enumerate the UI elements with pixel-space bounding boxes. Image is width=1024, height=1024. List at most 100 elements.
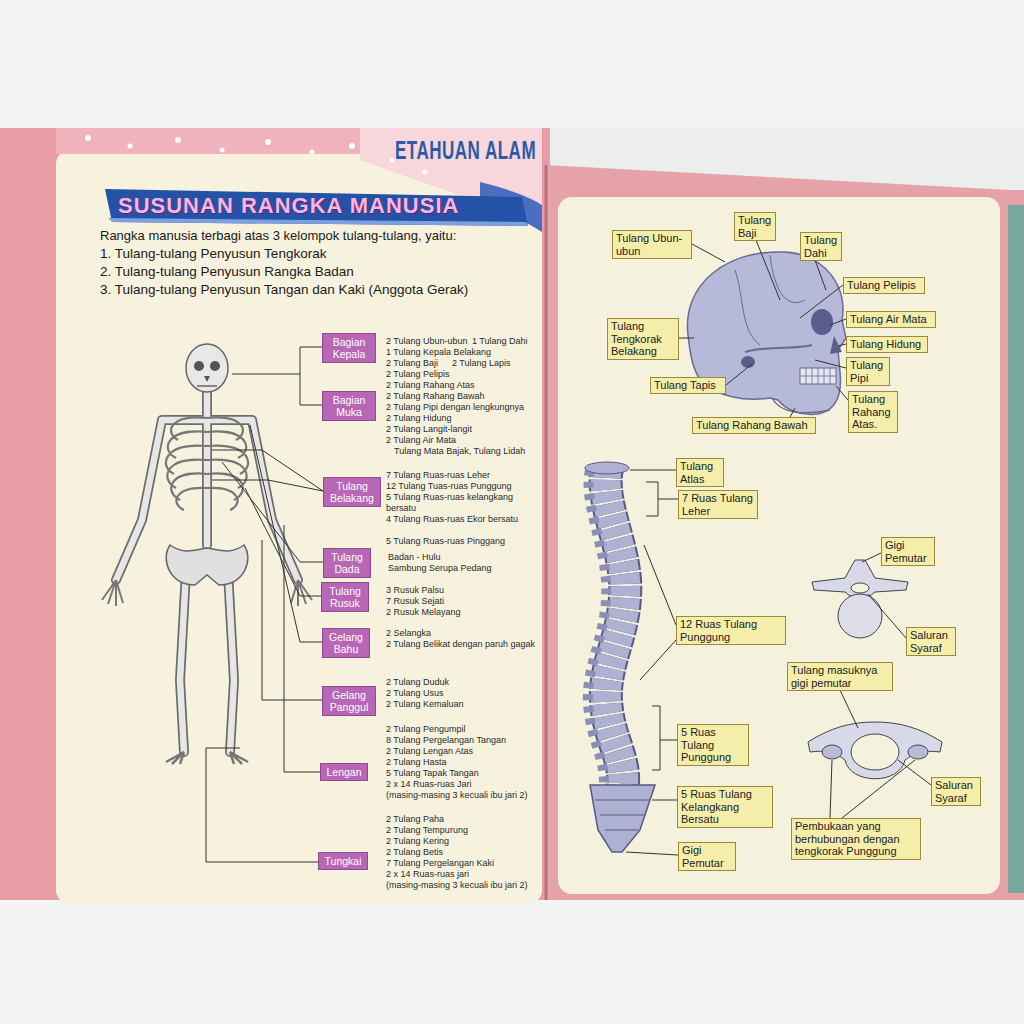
bone-list-item: 2 x 14 Ruas-ruas Jari — [386, 779, 472, 790]
bone-list-item: 2 Tulang Pelipis — [386, 369, 450, 380]
bone-label-box: Tulang Dahi — [800, 232, 842, 261]
box-text: Tulang Rahang Atas. — [852, 393, 894, 431]
leader-line — [868, 594, 906, 638]
bone-list-item: 2 Tulang Pengumpil — [386, 724, 466, 735]
bone-label-box: Tulang Baji — [734, 212, 776, 241]
bone-label-box: Tulang Rahang Atas. — [848, 391, 898, 433]
header-text: ETAHUAN ALAM — [395, 136, 536, 166]
box-text: Bagian Muka — [325, 394, 373, 418]
bone-category-box: Tulang Dada — [323, 548, 371, 578]
box-text: Gigi Pemutar — [682, 844, 732, 869]
bone-category-box: Tulang Belakang — [323, 477, 381, 507]
skull-illustration — [735, 255, 805, 345]
bone-label-box: Tulang Air Mata — [846, 311, 936, 328]
bone-list-item: 4 Tulang Ruas-ruas Ekor bersatu — [386, 514, 518, 525]
bone-list-item: 2 Tulang Hidung — [386, 413, 452, 424]
leader-line — [756, 240, 780, 300]
leader-line — [838, 344, 846, 346]
intro-text: 2. Tulang-tulang Penyusun Rangka Badan — [100, 264, 354, 279]
stars — [423, 170, 428, 175]
bone-label-box: Tulang Pelipis — [843, 277, 925, 294]
bone-label-box: Tulang Ubun-ubun — [612, 230, 692, 259]
bone-list-item: Sambung Serupa Pedang — [388, 563, 492, 574]
box-text: Tulang Dada — [326, 551, 368, 575]
leader-line — [679, 338, 694, 339]
atlas-illustration — [808, 722, 942, 779]
box-text: Lengan — [323, 766, 365, 778]
box-text: Tulang Baji — [738, 214, 772, 239]
stars — [220, 148, 225, 153]
bone-list-item: 5 Tulang Tapak Tangan — [386, 768, 479, 779]
box-text: Saluran Syaraf — [935, 779, 977, 804]
bone-label-box: Tulang Hidung — [846, 336, 928, 353]
bone-list-item: Badan - Hulu — [388, 552, 441, 563]
bone-label-box: 5 Ruas Tulang Punggung — [677, 724, 749, 766]
title-banner — [105, 189, 528, 226]
bone-label-box: Gigi Pemutar — [881, 537, 935, 566]
vertebra-illustration — [851, 583, 869, 593]
atlas-illustration — [822, 745, 842, 759]
bone-list-item: 2 Tulang Rahang Atas — [386, 380, 475, 391]
box-text: Gelang Bahu — [325, 631, 367, 655]
box-text: Tulang masuknya gigi pemutar — [791, 664, 889, 689]
bone-list-item: 5 Tulang Ruas-ruas Pinggang — [386, 536, 505, 547]
skeleton-illustration — [204, 376, 210, 382]
leader-line — [830, 760, 915, 818]
title-banner — [105, 189, 528, 226]
leader-line — [206, 748, 318, 862]
bone-list-item: 2 Tulang Tempurung — [386, 825, 468, 836]
leader-line — [815, 360, 846, 368]
box-text: Bagian Kepala — [325, 336, 373, 360]
stars — [265, 139, 271, 145]
box-text: Tulang Tapis — [654, 379, 722, 392]
title-banner — [108, 218, 528, 226]
stars — [175, 137, 181, 143]
box-text: Tulang Pelipis — [847, 279, 921, 292]
bone-category-box: Gelang Bahu — [322, 628, 370, 658]
leader-line — [630, 470, 676, 471]
skull-illustration — [800, 368, 836, 384]
leader-line — [815, 260, 826, 290]
spine-illustration — [585, 462, 629, 474]
bone-list-item: 2 Tulang Langit-langit — [386, 424, 472, 435]
bone-list-item: (masing-masing 3 kecuali ibu jari 2) — [386, 790, 528, 801]
skull-illustration — [772, 398, 830, 413]
bone-list-item: 8 Tulang Pergelangan Tangan — [386, 735, 506, 746]
stars — [310, 150, 315, 155]
bone-label-box: Tulang Atlas — [676, 458, 724, 487]
stars — [390, 158, 395, 163]
box-text: Gigi Pemutar — [885, 539, 931, 564]
box-text: 7 Ruas Tulang Leher — [682, 492, 754, 517]
leader-line — [726, 364, 752, 385]
bone-label-box: Tulang masuknya gigi pemutar — [787, 662, 893, 691]
bone-list-item: 5 Tulang Ruas-ruas kelangkang bersatu — [386, 492, 538, 513]
bone-list-item: 1 Tulang Kepala Belakang — [386, 347, 491, 358]
bone-label-box: Tulang Rahang Bawah — [692, 417, 816, 434]
bone-list-item: 2 Tulang Betis — [386, 847, 443, 858]
spine-illustration — [588, 470, 606, 790]
bone-label-box: Saluran Syaraf — [906, 627, 956, 656]
bone-list-item: 2 Tulang Hasta — [386, 757, 447, 768]
bone-list-item: 2 Tulang Usus — [386, 688, 444, 699]
bone-category-box: Lengan — [320, 763, 368, 781]
bone-list-item: 7 Tulang Pergelangan Kaki — [386, 858, 494, 869]
bone-list-item: 7 Rusuk Sejati — [386, 596, 444, 607]
box-text: Tulang Pipi — [850, 359, 886, 384]
box-text: Tulang Dahi — [804, 234, 838, 259]
left-page — [56, 128, 542, 904]
bone-list-item: 2 Rusuk Melayang — [386, 607, 461, 618]
intro-text: 1. Tulang-tulang Penyusun Tengkorak — [100, 246, 326, 261]
bone-list-item: 2 Tulang Ubun-ubun — [386, 336, 468, 347]
leader-line — [626, 852, 678, 855]
vertebra-illustration — [838, 594, 882, 638]
leader-line — [640, 545, 676, 680]
bone-category-box: Gelang Panggul — [322, 686, 376, 716]
leader-line — [652, 800, 677, 801]
intro-text: 3. Tulang-tulang Penyusun Tangan dan Kak… — [100, 282, 468, 297]
leader-line — [790, 408, 795, 417]
leader-line — [284, 525, 320, 772]
bone-list-item: 1 Tulang Dahi — [472, 336, 528, 347]
bone-label-box: Tulang Tengkorak Belakang — [607, 318, 679, 360]
spine-illustration — [590, 785, 655, 852]
